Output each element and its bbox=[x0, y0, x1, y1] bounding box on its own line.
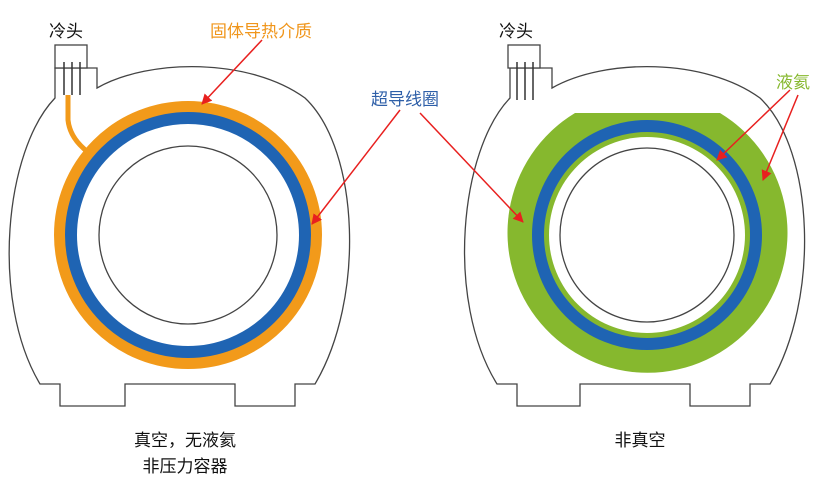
right-magnet bbox=[463, 44, 806, 407]
right-cold-head-label: 冷头 bbox=[499, 22, 533, 42]
right-superconducting-coil bbox=[532, 120, 762, 350]
left-caption-line1: 真空，无液氦 bbox=[134, 431, 236, 451]
right-cold-head-box bbox=[507, 44, 541, 69]
liquid-helium-label: 液氦 bbox=[776, 73, 810, 93]
arrow-medium-to-ring bbox=[311, 109, 401, 225]
arrow-helium-to-ring bbox=[716, 89, 791, 161]
arrow-helium-to-ring bbox=[761, 94, 799, 181]
superconducting-coil-label: 超导线圈 bbox=[371, 90, 439, 110]
left-superconducting-coil bbox=[65, 112, 311, 358]
left-bore bbox=[98, 145, 278, 325]
left-cold-head-box bbox=[54, 44, 88, 69]
callout-arrows bbox=[201, 39, 799, 225]
solid-medium-label: 固体导热介质 bbox=[210, 22, 312, 42]
arrow-coil-to-right-coil bbox=[419, 112, 524, 223]
arrow-medium-to-ring bbox=[201, 39, 263, 105]
right-bore bbox=[559, 147, 735, 323]
left-solid-conduction-medium bbox=[54, 101, 322, 369]
right-caption: 非真空 bbox=[615, 431, 666, 451]
left-caption-line2: 非压力容器 bbox=[143, 457, 228, 477]
left-magnet bbox=[8, 44, 351, 407]
left-cold-head-label: 冷头 bbox=[49, 22, 83, 42]
